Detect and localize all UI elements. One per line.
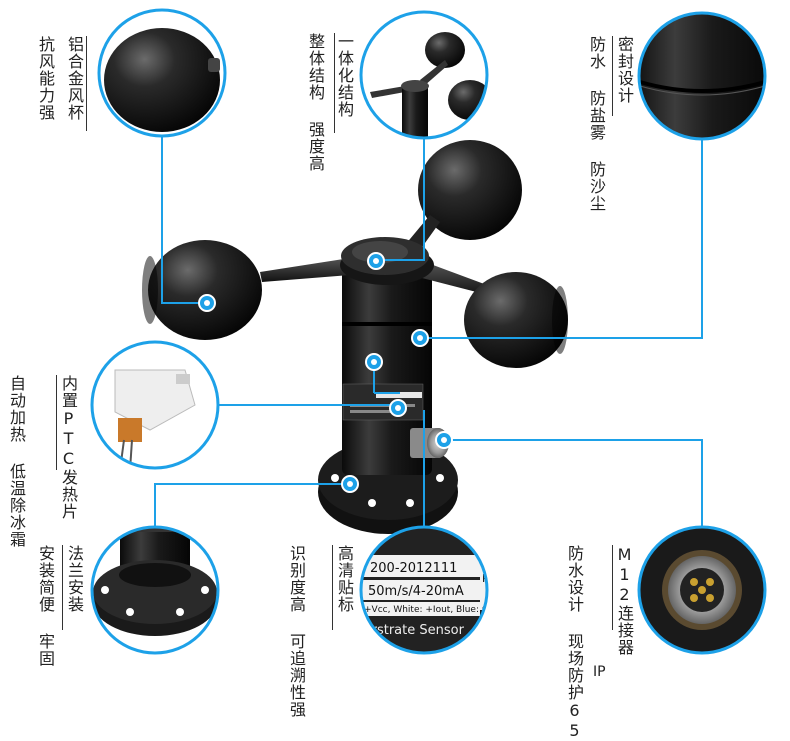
heater-desc: 自动加热 低温除冰霜 — [7, 375, 26, 548]
label-brand: irstrate Sensor — [368, 623, 465, 638]
cup-divider — [86, 36, 87, 131]
label-title: 高清贴标 — [335, 545, 354, 613]
seal-desc: 防水 防盐雾 防沙尘 — [587, 36, 606, 212]
heater-divider — [56, 375, 57, 470]
label-line3: +Vcc, White: +Iout, Blue: GND, — [364, 605, 505, 615]
connector-ip-label: IP — [593, 664, 606, 680]
flange-closeup — [90, 525, 220, 655]
flange-desc: 安装简便 牢固 — [36, 545, 55, 667]
seal-divider — [612, 36, 613, 116]
connector-closeup — [637, 525, 767, 655]
integrated-title: 一体化结构 — [335, 33, 354, 118]
integrated-desc: 整体结构 强度高 — [306, 33, 325, 172]
label-divider — [332, 545, 333, 630]
connector-desc: 防水设计 现场防护65 — [565, 545, 584, 741]
flange-divider — [62, 545, 63, 630]
cup-closeup — [97, 8, 227, 138]
label-line2: 50m/s/4-20mA — [368, 584, 464, 599]
seal-closeup — [637, 11, 767, 141]
callout-lines — [154, 136, 703, 527]
integrated-divider — [334, 33, 335, 133]
label-closeup: 200-2012111 50m/s/4-20mA +Vcc, White: +I… — [359, 525, 505, 655]
callout-dots — [198, 252, 453, 493]
heater-title: 内置PTC发热片 — [59, 375, 78, 520]
label-side-tag: P — [482, 572, 489, 585]
label-desc: 识别度高 可追溯性强 — [287, 545, 306, 718]
connector-title: M12连接器 — [615, 545, 634, 656]
cup-desc: 抗风能力强 — [36, 36, 55, 121]
seal-title: 密封设计 — [615, 36, 634, 104]
integrated-closeup — [359, 10, 489, 140]
connector-divider — [612, 545, 613, 630]
product-diagram: 200-2012111 50m/s/4-20mA +Vcc, White: +I… — [90, 8, 767, 655]
flange-title: 法兰安装 — [65, 545, 84, 613]
heater-closeup — [90, 340, 220, 470]
cup-title: 铝合金风杯 — [65, 36, 84, 121]
label-line1: 200-2012111 — [370, 561, 457, 576]
